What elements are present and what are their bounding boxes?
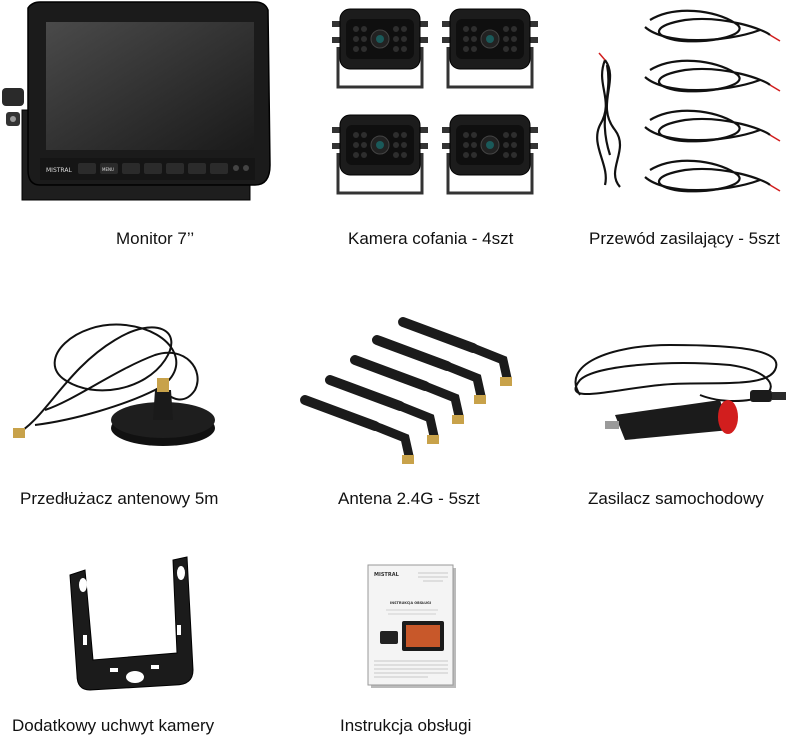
camera-image <box>330 7 540 195</box>
car-charger-image <box>574 343 786 440</box>
manual-label: Instrukcja obsługi <box>340 716 472 735</box>
power-cable-label: Przewód zasilający - 5szt <box>589 229 780 248</box>
monitor-brand: MISTRAL <box>46 167 72 174</box>
manual-title: INSTRUKCJA OBSŁUGI <box>390 601 431 605</box>
monitor-image: MISTRAL MENU <box>2 1 271 201</box>
bracket-label: Dodatkowy uchwyt kamery <box>12 716 215 735</box>
car-charger-label: Zasilacz samochodowy <box>588 489 764 508</box>
monitor-button-text: MENU <box>102 167 114 172</box>
camera-label: Kamera cofania - 4szt <box>348 229 514 248</box>
antenna-label: Antena 2.4G - 5szt <box>338 489 480 508</box>
bracket-image <box>69 556 194 691</box>
antenna-extension-label: Przedłużacz antenowy 5m <box>20 489 219 508</box>
antenna-image <box>295 310 515 470</box>
power-cable-image <box>596 9 781 193</box>
manual-image: MISTRAL INSTRUKCJA OBSŁUGI <box>367 564 456 688</box>
monitor-label: Monitor 7’’ <box>116 229 195 248</box>
manual-brand: MISTRAL <box>374 572 400 578</box>
antenna-extension-image <box>13 323 215 446</box>
